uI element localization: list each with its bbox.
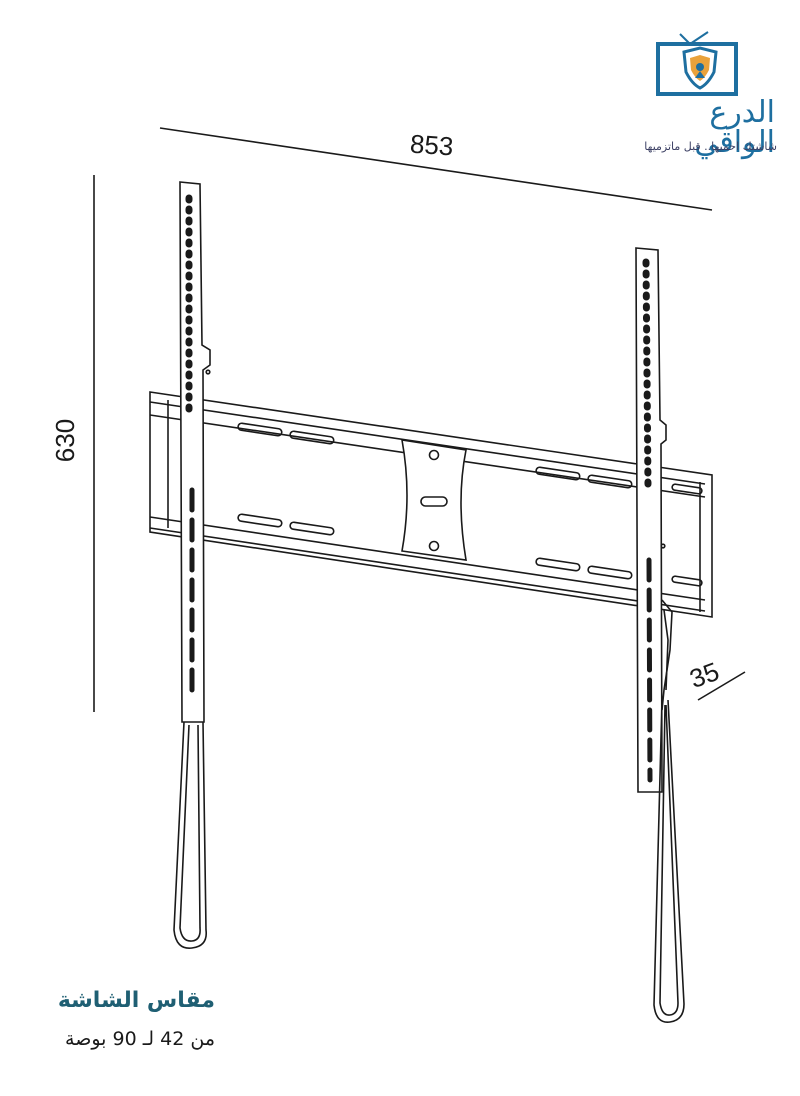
- brand-name: الدرع الواقي: [694, 95, 775, 160]
- left-mounting-arm: [173, 181, 211, 949]
- brand-logo-icon: [656, 31, 738, 96]
- screen-size-range: من 42 لـ 90 بوصة: [65, 1028, 215, 1050]
- brand-tagline: شاشتك احميها.. قبل ماتزميها: [644, 140, 777, 153]
- wall-plate: [149, 391, 713, 618]
- width-dimension-label: 853: [409, 128, 455, 162]
- height-dimension-label: 630: [50, 418, 81, 463]
- screen-size-title: مقاس الشاشة: [57, 988, 215, 1013]
- width-dimension-line: [159, 127, 713, 211]
- depth-dimension-line: [697, 671, 746, 701]
- right-mounting-arm: [635, 247, 685, 1023]
